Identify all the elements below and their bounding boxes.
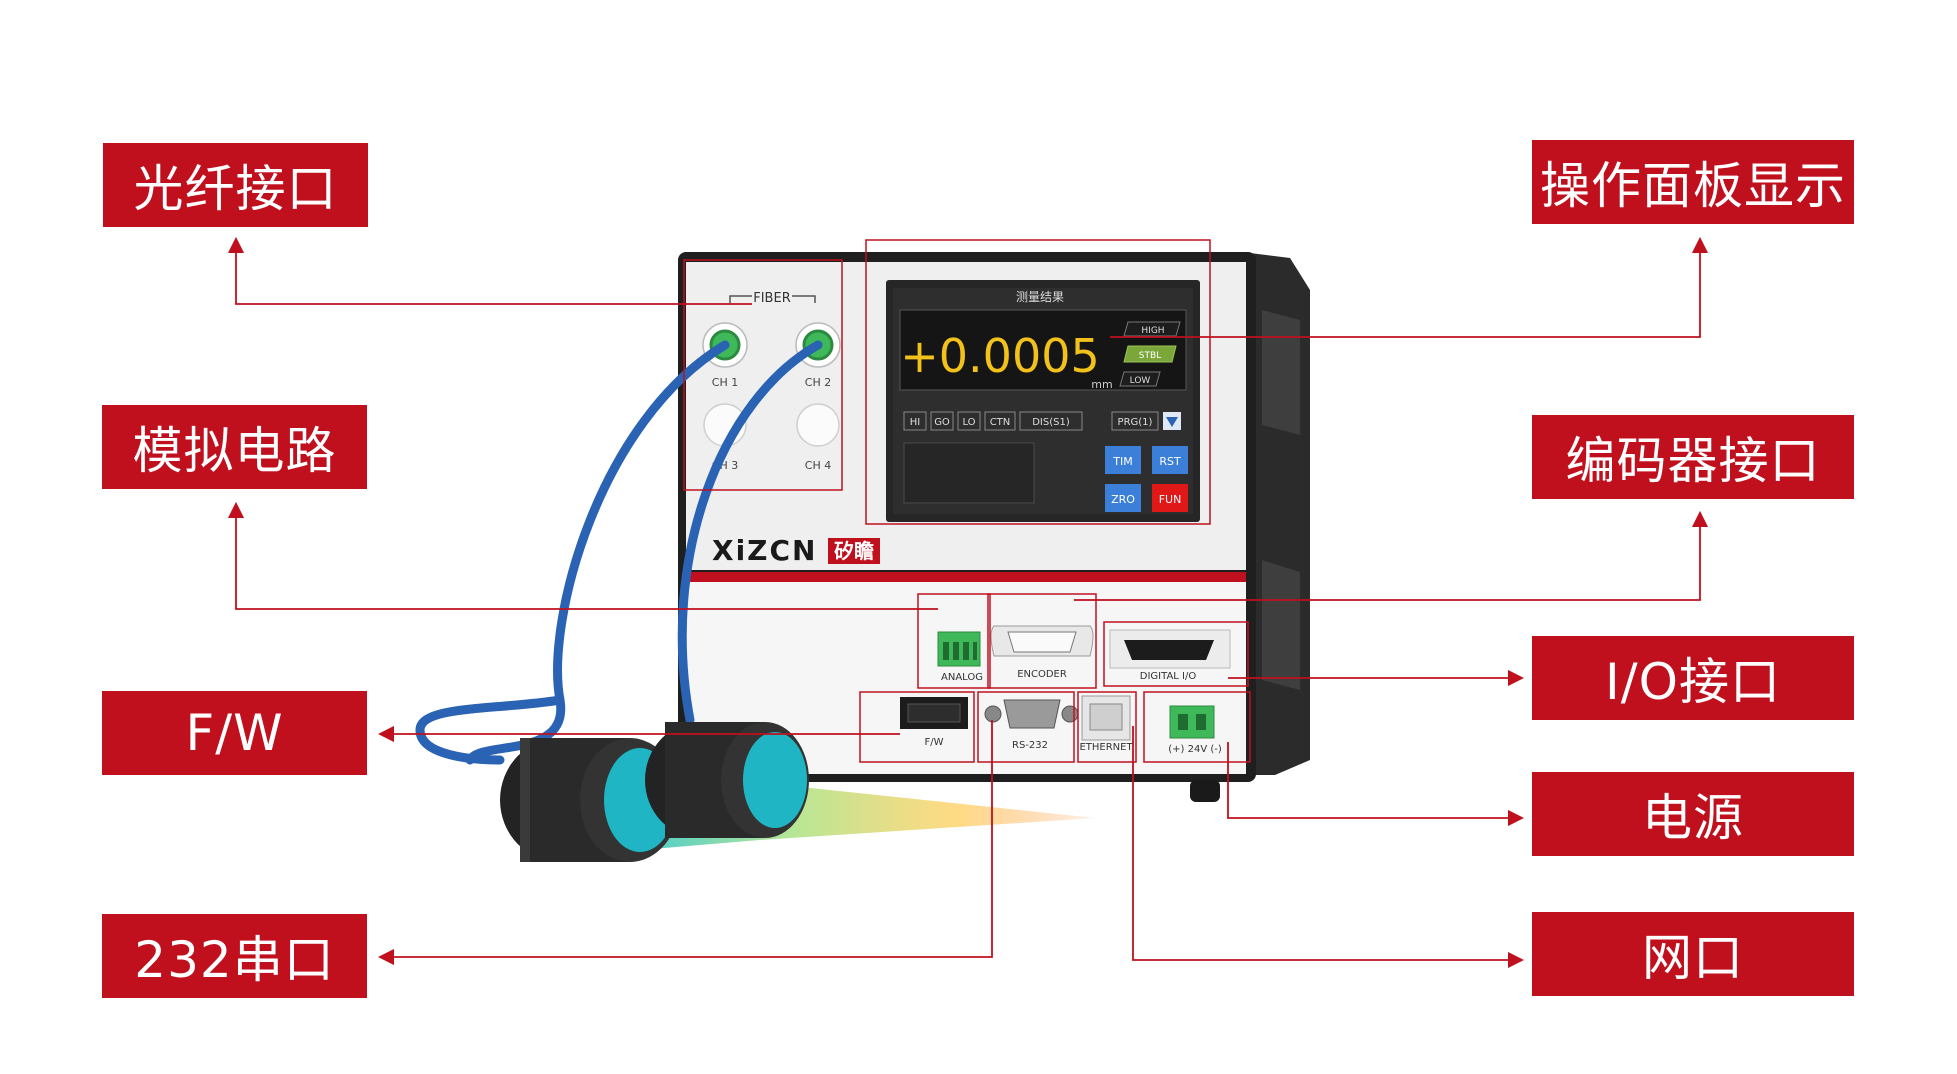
rst-button-label: RST: [1159, 455, 1181, 468]
rs232-port: [1003, 699, 1061, 729]
tim-button-label: TIM: [1112, 455, 1132, 468]
channel-1-label: CH 1: [712, 376, 738, 389]
callout-analog-circuit: 模拟电路: [102, 405, 367, 489]
ports-panel: ANALOG ENCODER DIGITAL I/O F/W RS-232 ET…: [900, 625, 1231, 755]
indicator-dis: DIS(S1): [1032, 417, 1070, 428]
callout-network-port: 网口: [1532, 912, 1854, 996]
program-indicator: PRG(1): [1118, 417, 1153, 428]
fiber-probe-2: [645, 722, 809, 838]
brand-name-cn: 矽瞻: [834, 539, 874, 563]
rst-button[interactable]: [1152, 446, 1188, 474]
leader-fiber: [227, 236, 752, 305]
brand-name-en: XiZCN: [712, 534, 817, 567]
brand-logo: XiZCN 矽瞻: [712, 534, 880, 567]
callout-rs232-port: 232串口: [102, 914, 367, 998]
callout-fiber-port: 光纤接口: [103, 143, 368, 227]
leader-power: [1227, 742, 1525, 827]
unit-label: mm: [1091, 378, 1112, 391]
callout-io-port: I/O接口: [1532, 636, 1854, 720]
fiber-cables: [415, 340, 823, 765]
indicator-ctn: CTN: [990, 417, 1011, 428]
callout-fw: F/W: [102, 691, 367, 775]
power-port: [1169, 705, 1215, 739]
leader-encoder: [1074, 510, 1709, 601]
callout-encoder-port: 编码器接口: [1532, 415, 1854, 499]
status-stbl: STBL: [1139, 351, 1161, 361]
callout-power: 电源: [1532, 772, 1854, 856]
display-title: 测量结果: [1016, 290, 1064, 304]
display-panel: 测量结果 +0.0005 mm HIGH STBL LOW HI GO LO C…: [886, 280, 1200, 522]
fiber-probe-1: [500, 738, 680, 862]
fun-button-label: FUN: [1159, 493, 1182, 506]
indicator-hi: HI: [910, 417, 920, 428]
message-area: [903, 442, 1035, 504]
fw-label: F/W: [924, 737, 943, 748]
rs232-label: RS-232: [1012, 740, 1048, 751]
zro-button[interactable]: [1105, 484, 1141, 512]
channel-4-label: CH 4: [805, 459, 831, 472]
channel-2-label: CH 2: [805, 376, 831, 389]
fiber-label: FIBER: [753, 291, 790, 306]
indicator-lo: LO: [962, 417, 975, 428]
chevron-down-icon: [1166, 417, 1178, 427]
highlight-boxes: [683, 239, 1251, 763]
leader-analog: [227, 501, 938, 610]
leader-panel: [1110, 236, 1709, 338]
encoder-label: ENCODER: [1017, 669, 1067, 680]
zro-button-label: ZRO: [1111, 493, 1135, 506]
digital-io-label: DIGITAL I/O: [1140, 671, 1197, 682]
leader-rs232: [377, 720, 993, 966]
tim-button[interactable]: [1105, 446, 1141, 474]
measurement-reading: +0.0005: [900, 329, 1100, 383]
analog-label: ANALOG: [941, 672, 983, 683]
ethernet-label: ETHERNET: [1079, 742, 1133, 753]
leader-lines: [227, 236, 1709, 969]
indicator-go: GO: [934, 417, 950, 428]
channel-4-port: [796, 403, 840, 447]
fun-button[interactable]: [1152, 484, 1188, 512]
callout-panel-display: 操作面板显示: [1532, 140, 1854, 224]
power-label: (+) 24V (-): [1168, 744, 1222, 755]
status-high: HIGH: [1141, 326, 1164, 336]
status-low: LOW: [1130, 376, 1151, 386]
leader-network: [1132, 726, 1525, 969]
